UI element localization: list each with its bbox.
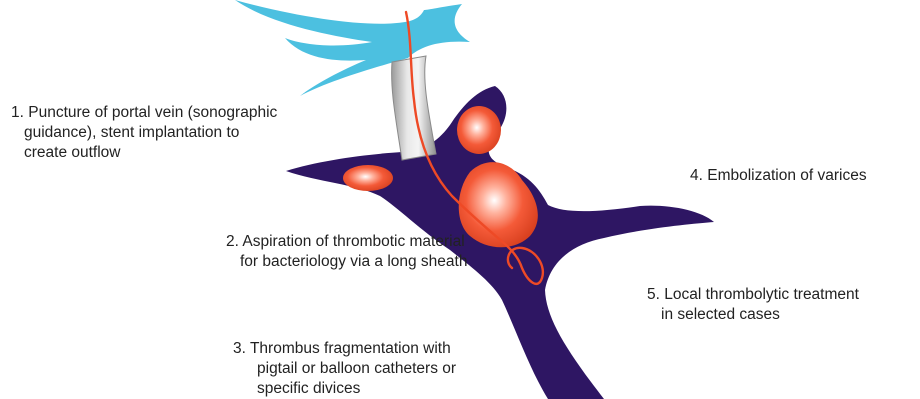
step-5-number: 5. <box>647 286 660 303</box>
step-1-line-3: create outflow <box>11 143 277 163</box>
thrombus-left <box>343 165 393 191</box>
step-1-number: 1. <box>11 104 24 121</box>
step-5-line-2: in selected cases <box>647 305 859 325</box>
step-2-number: 2. <box>226 233 239 250</box>
step-3-number: 3. <box>233 340 246 357</box>
hepatic-vein <box>235 0 470 96</box>
step-4-line-1: Embolization of varices <box>707 167 866 184</box>
thrombus-main <box>459 162 538 247</box>
step-2-label: 2. Aspiration of thrombotic material for… <box>226 232 467 272</box>
step-3-line-1: Thrombus fragmentation with <box>250 340 451 357</box>
step-1-label: 1. Puncture of portal vein (sonographic … <box>11 103 277 163</box>
step-4-label: 4. Embolization of varices <box>690 166 867 186</box>
step-4-number: 4. <box>690 167 703 184</box>
step-3-label: 3. Thrombus fragmentation with pigtail o… <box>233 339 456 399</box>
step-1-line-2: guidance), stent implantation to <box>11 123 277 143</box>
thrombus-top <box>457 106 501 154</box>
step-5-line-1: Local thrombolytic treatment <box>664 286 859 303</box>
step-2-line-1: Aspiration of thrombotic material <box>242 233 464 250</box>
step-3-line-2: pigtail or balloon catheters or <box>233 359 456 379</box>
step-5-label: 5. Local thrombolytic treatment in selec… <box>647 285 859 325</box>
step-3-line-3: specific divices <box>233 379 456 399</box>
step-2-line-2: for bacteriology via a long sheath <box>226 252 467 272</box>
step-1-line-1: Puncture of portal vein (sonographic <box>28 104 277 121</box>
